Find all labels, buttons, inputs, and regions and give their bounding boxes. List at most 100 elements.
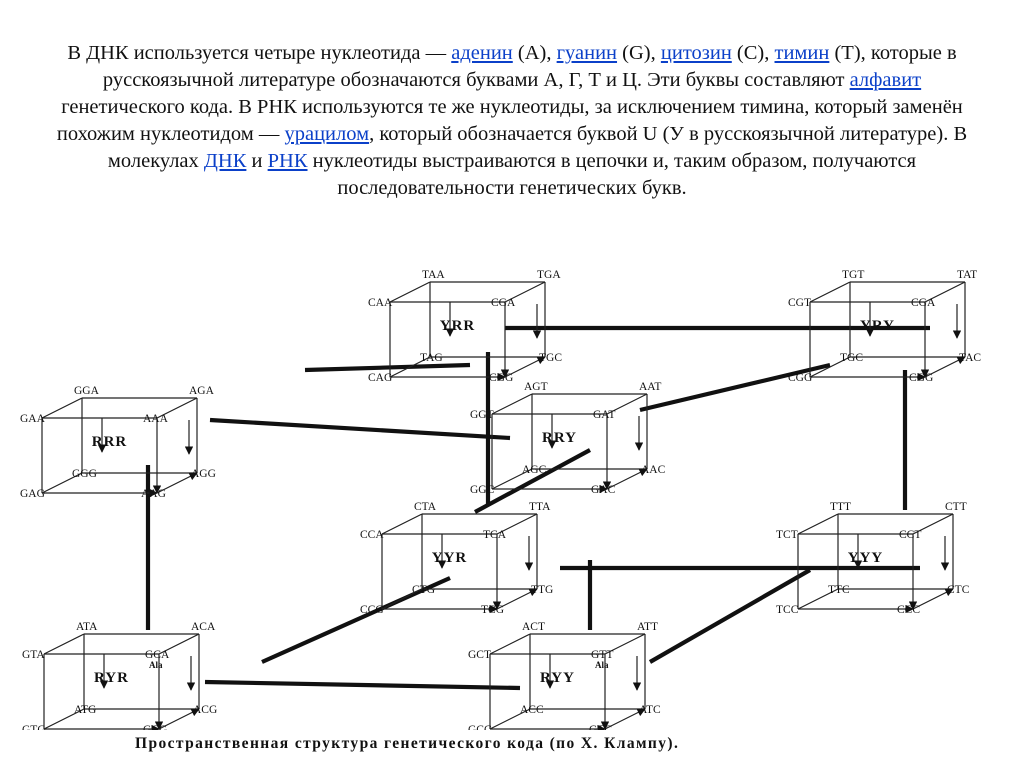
cube-edge xyxy=(489,708,531,730)
cube-label: RYR xyxy=(94,670,129,686)
cube-edge xyxy=(504,281,546,303)
codon-front-bl: CGG xyxy=(788,372,812,384)
codon-back-tl: CTA xyxy=(414,501,437,513)
cube-connector-line xyxy=(209,417,511,441)
paragraph-text: (C), xyxy=(731,42,775,64)
codon-front-br: CGG xyxy=(489,372,513,384)
codon-back-tr: TTA xyxy=(529,501,551,513)
diagram-caption: Пространственная структура генетического… xyxy=(135,735,680,752)
link-7[interactable]: тимин xyxy=(774,42,830,64)
codon-front-br: GTC xyxy=(589,724,612,730)
cube-connector-line xyxy=(648,568,812,664)
link-1[interactable]: аденин xyxy=(451,42,513,64)
cube-connector-line xyxy=(261,576,451,664)
codon-front-tr: CCT xyxy=(899,529,921,541)
codon-front-tr: GAT xyxy=(593,409,615,421)
codon-back-tl: ACT xyxy=(522,621,545,633)
codon-back-br: AGG xyxy=(191,468,216,480)
link-11[interactable]: урацилом xyxy=(284,123,370,145)
paragraph-text: и xyxy=(246,150,268,172)
codon-front-tr: AAA xyxy=(143,413,169,425)
codon-back-bl: CTG xyxy=(412,584,435,596)
codon-front-tr: CGA xyxy=(491,297,516,309)
codon-back-bl: ACC xyxy=(520,704,544,716)
link-15[interactable]: РНК xyxy=(267,150,308,172)
cube-edge xyxy=(41,397,83,419)
codon-front-bl: GTG xyxy=(22,724,46,730)
cube-edge xyxy=(491,393,533,415)
link-5[interactable]: цитозин xyxy=(660,42,732,64)
codon-back-tr: ACA xyxy=(191,621,216,633)
codon-back-br: ACG xyxy=(193,704,217,716)
cube-edge xyxy=(158,633,200,655)
codon-front-tl: CCA xyxy=(360,529,384,541)
codon-back-bl: TAG xyxy=(420,352,443,364)
amino-acid-label: Ala xyxy=(595,660,609,670)
cube-label: RRR xyxy=(92,434,128,450)
link-3[interactable]: гуанин xyxy=(556,42,618,64)
codon-front-tr: GTT xyxy=(591,649,613,661)
cube-edge xyxy=(606,468,648,490)
cube-edge xyxy=(156,397,198,419)
codon-back-tl: GGA xyxy=(74,385,100,397)
paragraph-text: генетического кода. В РНК используются т… xyxy=(56,96,963,145)
codon-front-tl: GTA xyxy=(22,649,45,661)
cube-edge xyxy=(156,472,198,494)
cube-connector-line xyxy=(304,362,471,373)
paragraph-text: (A), xyxy=(512,42,557,64)
cube-edge xyxy=(41,472,83,494)
paragraph-text: , который обозначается буквой U (У в рус… xyxy=(107,123,968,172)
cube-edge xyxy=(604,633,646,655)
cube-edge xyxy=(158,708,200,730)
codon-front-bl: CCG xyxy=(360,604,384,616)
cube-label: YYY xyxy=(848,550,884,566)
codon-front-br: CGG xyxy=(909,372,933,384)
codon-front-bl: GGC xyxy=(470,484,495,496)
codon-front-tr: TCA xyxy=(483,529,507,541)
codon-back-tr: TGA xyxy=(537,270,561,281)
codon-back-bl: AGC xyxy=(522,464,547,476)
codon-front-bl: TCC xyxy=(776,604,799,616)
codon-front-tl: GAA xyxy=(20,413,46,425)
link-9[interactable]: алфавит xyxy=(849,69,922,91)
codon-back-bl: ATG xyxy=(74,704,96,716)
codon-back-bl: GGG xyxy=(72,468,97,480)
codon-back-tl: TTT xyxy=(830,501,851,513)
codon-front-tl: GGT xyxy=(470,409,494,421)
codon-front-tl: GCT xyxy=(468,649,491,661)
codon-front-br: AAG xyxy=(141,488,166,500)
codon-back-br: CTC xyxy=(947,584,970,596)
cube-edge xyxy=(489,633,531,655)
cube-edge xyxy=(491,468,533,490)
cube-edge xyxy=(496,513,538,535)
cube-edge xyxy=(496,588,538,610)
paragraph-text: (G), xyxy=(617,42,661,64)
cube-label: YRY xyxy=(860,318,895,334)
cube-edge xyxy=(43,633,85,655)
codon-front-tr: GCA xyxy=(145,649,170,661)
cube-edge xyxy=(381,513,423,535)
cube-label: RRY xyxy=(542,430,577,446)
paragraph-text: В ДНК используется четыре нуклеотида — xyxy=(67,42,452,64)
codon-front-tl: TCT xyxy=(776,529,798,541)
cube-edge xyxy=(809,356,851,378)
cube-edge xyxy=(43,708,85,730)
cube-ryr: ATAACAGTAGCAATGACGGTGGCGRYRAlaAla xyxy=(22,621,217,730)
codon-back-tl: ATA xyxy=(76,621,98,633)
codon-back-bl: TGC xyxy=(840,352,863,364)
cube-edge xyxy=(504,356,546,378)
codon-front-tr: CGA xyxy=(911,297,936,309)
codon-back-br: AAC xyxy=(641,464,666,476)
cube-edge xyxy=(381,588,423,610)
codon-front-tl: CAA xyxy=(368,297,393,309)
cube-edge xyxy=(797,588,839,610)
codon-back-tl: TAA xyxy=(422,270,445,281)
cube-edge xyxy=(389,281,431,303)
codon-back-tr: TAT xyxy=(957,270,977,281)
link-13[interactable]: ДНК xyxy=(203,150,247,172)
